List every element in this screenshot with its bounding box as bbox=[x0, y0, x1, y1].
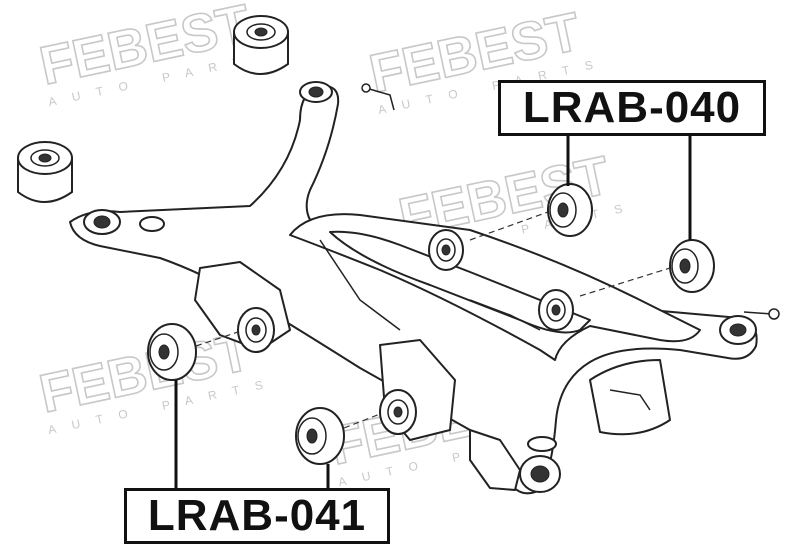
part-number-label-top: LRAB-040 bbox=[498, 80, 766, 136]
bushing-041-b bbox=[295, 407, 345, 465]
bushing-mount-top-left bbox=[299, 81, 333, 103]
bushing-mount-mid-bracket bbox=[379, 389, 417, 435]
bushing-loose-left bbox=[17, 141, 73, 203]
bushing-040-b bbox=[669, 239, 715, 293]
bushing-041-a bbox=[147, 323, 197, 381]
bushing-loose-top bbox=[233, 15, 289, 75]
bushing-mount-left bbox=[83, 209, 121, 235]
bushing-mount-center-2 bbox=[538, 289, 574, 331]
bushing-mount-left-bracket bbox=[237, 307, 275, 353]
part-bushings-041 bbox=[147, 323, 381, 465]
bushing-mount-center-1 bbox=[428, 229, 464, 271]
bushing-mount-right bbox=[719, 315, 757, 345]
leader-lines bbox=[174, 136, 692, 488]
loose-bushings bbox=[17, 15, 289, 203]
bushing-mount-washer bbox=[139, 216, 165, 232]
part-bushings-040 bbox=[469, 183, 715, 297]
bushing-mount-bottom-right bbox=[519, 455, 561, 493]
part-number-label-bottom: LRAB-041 bbox=[124, 488, 390, 544]
mounted-bushings bbox=[83, 81, 757, 493]
washer-bottom bbox=[527, 436, 557, 452]
bushing-040-a bbox=[547, 183, 593, 237]
